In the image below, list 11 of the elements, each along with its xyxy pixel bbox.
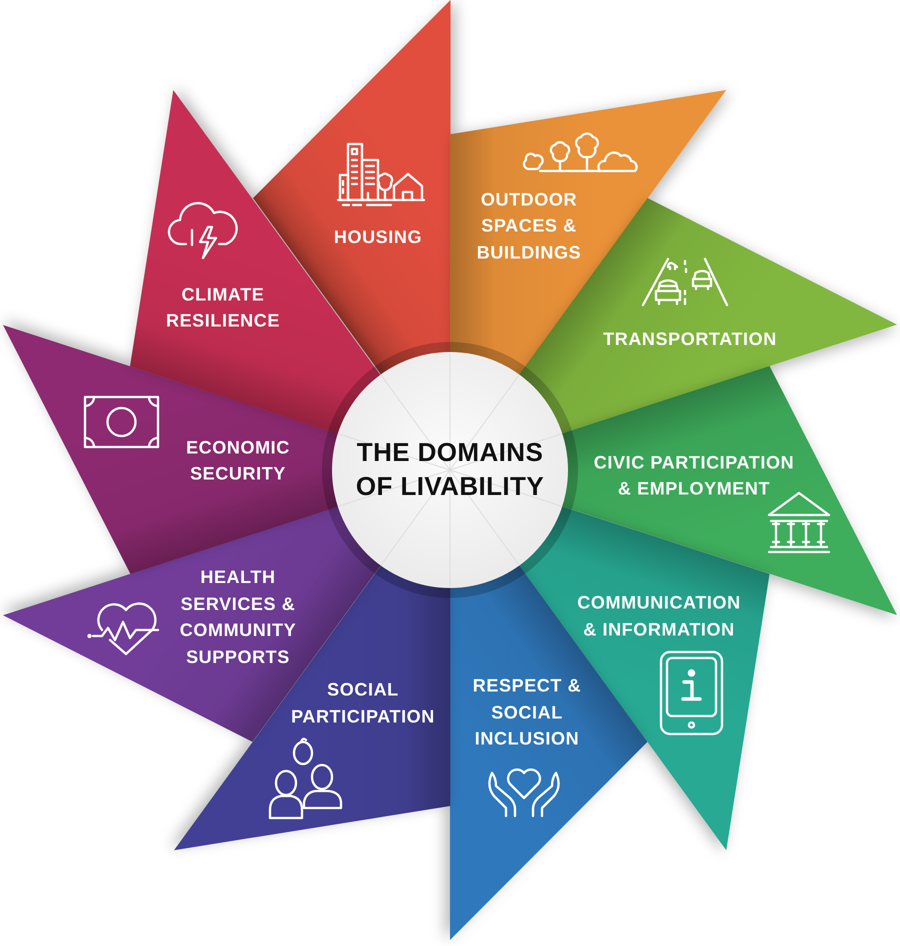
domain-label: HEALTH SERVICES & COMMUNITY SUPPORTS [180,566,296,668]
domain-label: CLIMATE RESILIENCE [166,283,280,333]
domain-label: CIVIC PARTICIPATION & EMPLOYMENT [594,451,794,501]
domain-label: SOCIAL PARTICIPATION [291,678,435,728]
domain-label: HOUSING [334,226,422,249]
domain-label: OUTDOOR SPACES & BUILDINGS [476,188,582,264]
domain-label: ECONOMIC SECURITY [186,436,290,486]
domain-label: RESPECT & SOCIAL INCLUSION [472,674,582,750]
center-heading: THE DOMAINS OF LIVABILITY [356,436,544,503]
domain-label: COMMUNICATION & INFORMATION [577,592,741,641]
domain-label: TRANSPORTATION [603,328,777,351]
